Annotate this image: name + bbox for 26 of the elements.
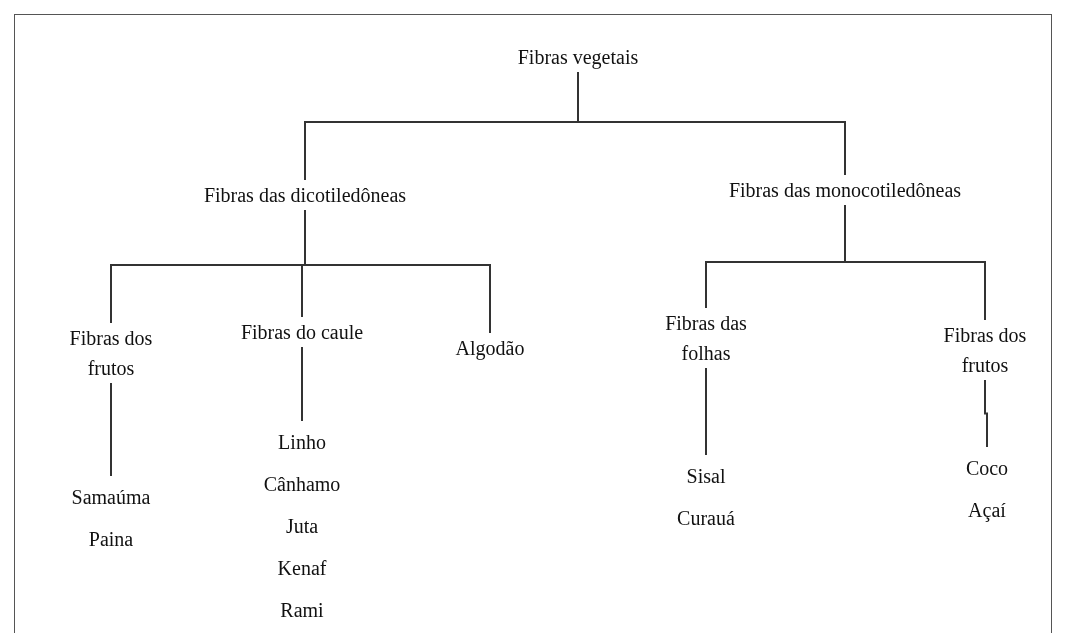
category-label: Algodão — [455, 336, 525, 362]
tree-connector — [577, 71, 846, 176]
tree-connector — [705, 367, 707, 456]
list-item-text: Cânhamo — [263, 472, 341, 497]
category-label: Fibras dos frutos — [942, 323, 1028, 378]
tree-connector — [110, 382, 112, 477]
tree-connector — [984, 379, 988, 448]
tree-connector — [301, 346, 303, 422]
category-label: Fibras vegetais — [517, 45, 639, 71]
tree-connector — [304, 209, 491, 334]
category-label: Fibras das folhas — [664, 311, 748, 366]
list-item-text: Juta — [284, 514, 320, 539]
list-item-text: Açaí — [967, 498, 1007, 524]
list-item-text: Rami — [279, 598, 325, 623]
list-item-text: Paina — [87, 527, 135, 552]
tree-connector — [844, 204, 986, 321]
category-label: Fibras das monocotiledôneas — [728, 178, 962, 203]
list-item-text: Coco — [965, 456, 1009, 481]
category-label: Fibras do caule — [240, 320, 364, 345]
list-item-text: Curauá — [677, 506, 735, 531]
category-label: Fibras dos frutos — [68, 326, 154, 381]
list-item-text: Linho — [277, 430, 327, 455]
list-item-text: Samaúma — [71, 485, 151, 510]
category-label: Fibras das dicotiledôneas — [203, 183, 407, 208]
list-item-text: Sisal — [685, 464, 727, 489]
list-item-text: Kenaf — [276, 556, 328, 581]
